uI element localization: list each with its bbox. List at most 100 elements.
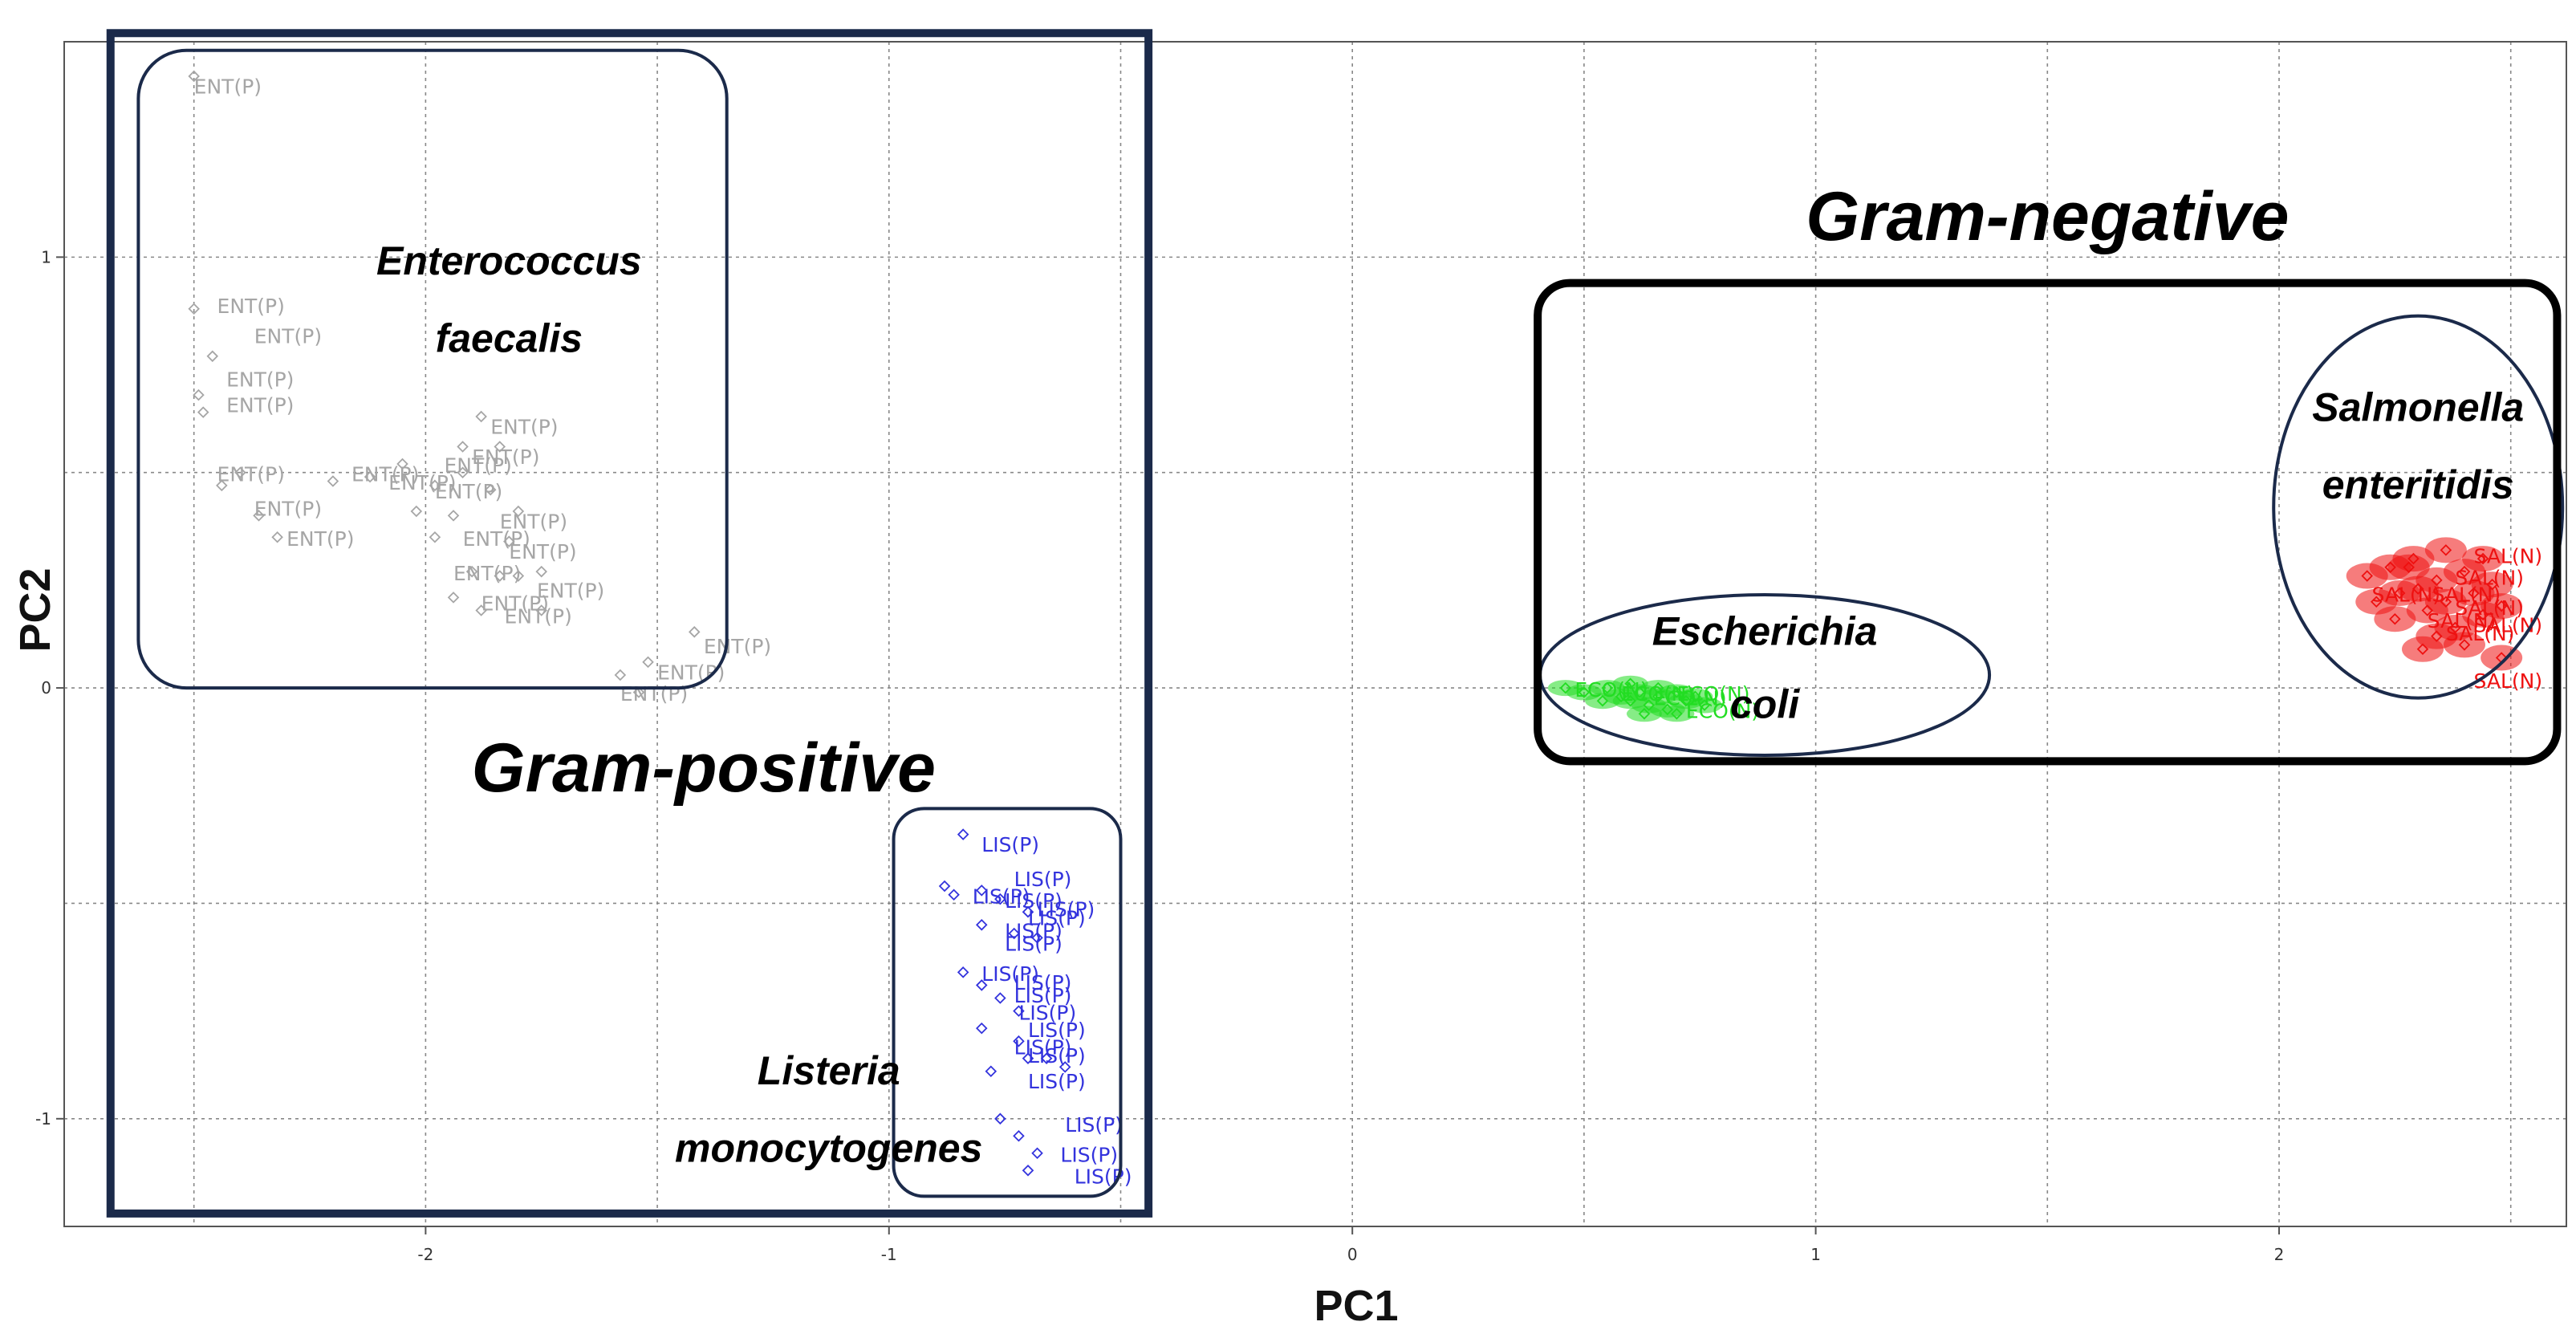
point-label: ENT(P) (453, 562, 521, 585)
data-point (1058, 1061, 1071, 1073)
sal-point-blob (2471, 571, 2513, 598)
point-label: ENT(P) (254, 325, 322, 348)
data-point (535, 604, 548, 616)
y-tick-label: 0 (41, 678, 51, 697)
data-point (327, 475, 339, 487)
sal-point-blob (2481, 593, 2523, 620)
data-point (364, 470, 376, 483)
data-point (512, 505, 525, 518)
point-label: ENT(P) (226, 394, 294, 417)
x-tick-label: 2 (2274, 1245, 2285, 1264)
gram-positive-title: Gram-positive (472, 730, 936, 807)
data-point (447, 592, 460, 604)
point-label: LIS(P) (981, 962, 1039, 986)
data-point (193, 388, 205, 401)
point-label: LIS(P) (1028, 1019, 1086, 1042)
data-point (957, 828, 969, 840)
point-label: SAL(N) (2446, 622, 2515, 645)
point-label: ENT(P) (351, 462, 419, 486)
data-point (1022, 905, 1034, 918)
sal-point-blob (2369, 554, 2411, 580)
gram-negative-title: Gram-negative (1806, 178, 2289, 255)
point-label: SAL(N) (2432, 584, 2501, 607)
data-point (396, 458, 408, 470)
data-point (1013, 1005, 1025, 1017)
data-point (475, 410, 487, 423)
cluster-outline (2272, 314, 2565, 700)
cluster-outlines: EnterococcusfaecalisListeriamonocytogene… (136, 48, 2565, 1198)
sal-point-blob (2462, 546, 2505, 572)
point-label: ENT(P) (463, 527, 530, 551)
point-label: ECO(N) (1574, 678, 1648, 702)
data-point (1022, 1164, 1034, 1177)
data-point (994, 992, 1006, 1004)
data-point (642, 656, 654, 669)
data-point (429, 531, 441, 543)
point-label: LIS(P) (1005, 889, 1062, 913)
data-point (975, 979, 988, 991)
point-label: ENT(P) (509, 540, 576, 563)
data-point (975, 885, 988, 897)
data-point (188, 70, 200, 83)
cluster-label-line2: faecalis (436, 315, 583, 360)
point-label: LIS(P) (1038, 898, 1095, 921)
point-labels: ENT(P)ENT(P)ENT(P)ENT(P)ENT(P)ENT(P)ENT(… (194, 75, 2542, 1188)
data-point (957, 966, 969, 978)
cluster-label-line1: Salmonella (2312, 384, 2524, 429)
point-label: ENT(P) (388, 471, 456, 494)
cluster-outline (136, 48, 729, 690)
point-label: SAL(N) (2455, 566, 2524, 589)
eco-point-blob (1640, 680, 1676, 697)
data-point (484, 483, 497, 496)
data-point (475, 604, 487, 616)
data-point (938, 880, 951, 893)
cluster-label-line2: coli (1730, 682, 1800, 727)
data-point (535, 565, 548, 578)
y-tick-label: 1 (41, 247, 51, 266)
data-point (216, 479, 228, 492)
point-label: ECO(N) (1654, 687, 1727, 710)
data-point (188, 303, 200, 315)
gram-positive-box (106, 29, 1153, 1218)
x-axis-title: PC1 (1314, 1282, 1398, 1330)
cluster-label-line1: Listeria (758, 1048, 900, 1093)
point-label: ENT(P) (217, 295, 285, 318)
data-point (253, 510, 265, 522)
data-point (457, 466, 469, 478)
point-label: LIS(P) (1005, 932, 1062, 955)
data-point (503, 535, 515, 547)
data-point (271, 531, 283, 543)
data-point (994, 1112, 1006, 1125)
data-point (494, 441, 506, 453)
data-points (188, 70, 2523, 1177)
point-label: ENT(P) (254, 497, 322, 520)
point-label: SAL(N) (2455, 596, 2524, 620)
point-label: SAL(N) (2474, 544, 2543, 567)
cluster-label-line2: enteritidis (2322, 462, 2514, 507)
data-point (1013, 1035, 1025, 1047)
data-point (948, 889, 960, 901)
eco-point-blob (1659, 706, 1695, 722)
data-point (1031, 1147, 1043, 1160)
point-label: LIS(P) (1014, 868, 1072, 891)
data-point (206, 350, 219, 363)
eco-point-blob (1626, 706, 1662, 722)
point-label: ENT(P) (472, 445, 539, 469)
point-label: ENT(P) (286, 527, 354, 551)
point-label: LIS(P) (1075, 1165, 1132, 1188)
point-label: ENT(P) (444, 454, 511, 478)
point-label: SAL(N) (2371, 584, 2440, 607)
data-point (689, 626, 701, 638)
gram-negative-box (1534, 279, 2562, 766)
data-point (410, 505, 423, 518)
x-tick-label: -2 (417, 1245, 433, 1264)
data-point (1040, 1052, 1053, 1064)
point-label: LIS(P) (1028, 906, 1086, 929)
point-label: LIS(P) (1005, 919, 1062, 942)
eco-point-blob (1612, 675, 1648, 692)
data-point (494, 570, 506, 582)
data-point (457, 441, 469, 453)
point-label: ENT(P) (490, 415, 558, 438)
data-point (512, 570, 525, 582)
